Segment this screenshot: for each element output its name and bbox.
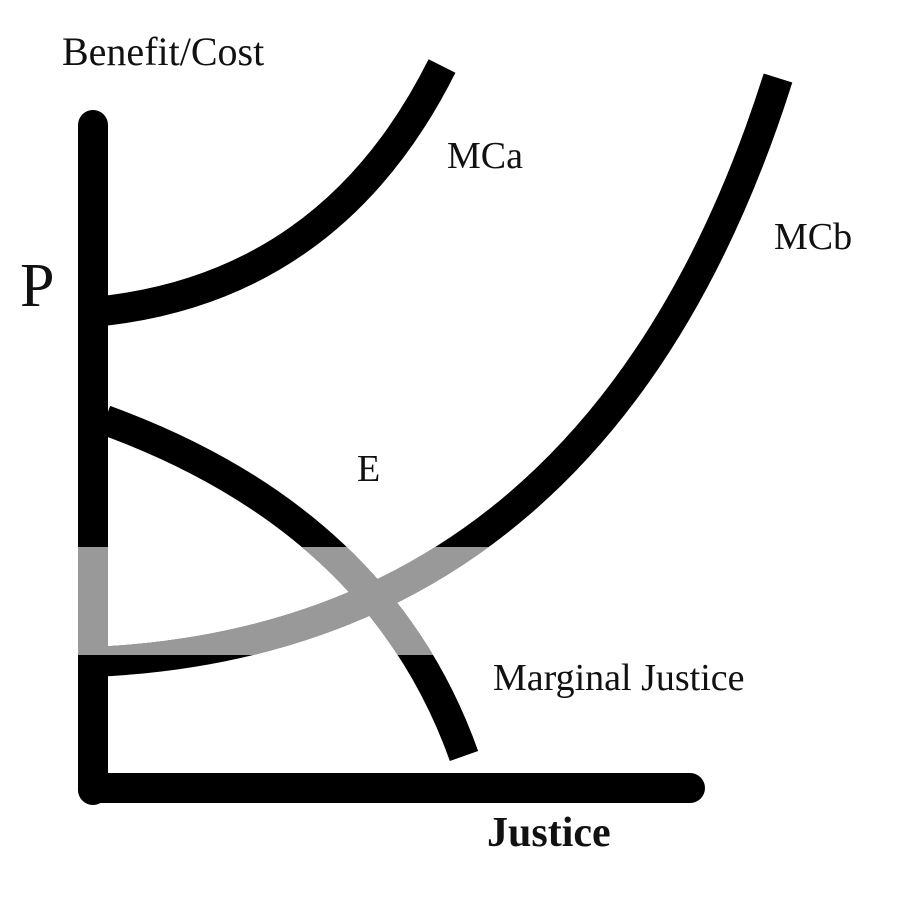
- x-axis-label: Justice: [487, 810, 611, 856]
- equilibrium-label: E: [357, 448, 380, 490]
- watermark-band: [0, 547, 900, 655]
- curve-mca: [91, 59, 456, 327]
- series-label-mca: MCa: [447, 135, 523, 177]
- series-label-mcb: MCb: [774, 216, 852, 258]
- y-axis-label: Benefit/Cost: [62, 29, 264, 74]
- series-label-marginal-justice: Marginal Justice: [493, 657, 745, 699]
- price-marker-label: P: [20, 252, 54, 320]
